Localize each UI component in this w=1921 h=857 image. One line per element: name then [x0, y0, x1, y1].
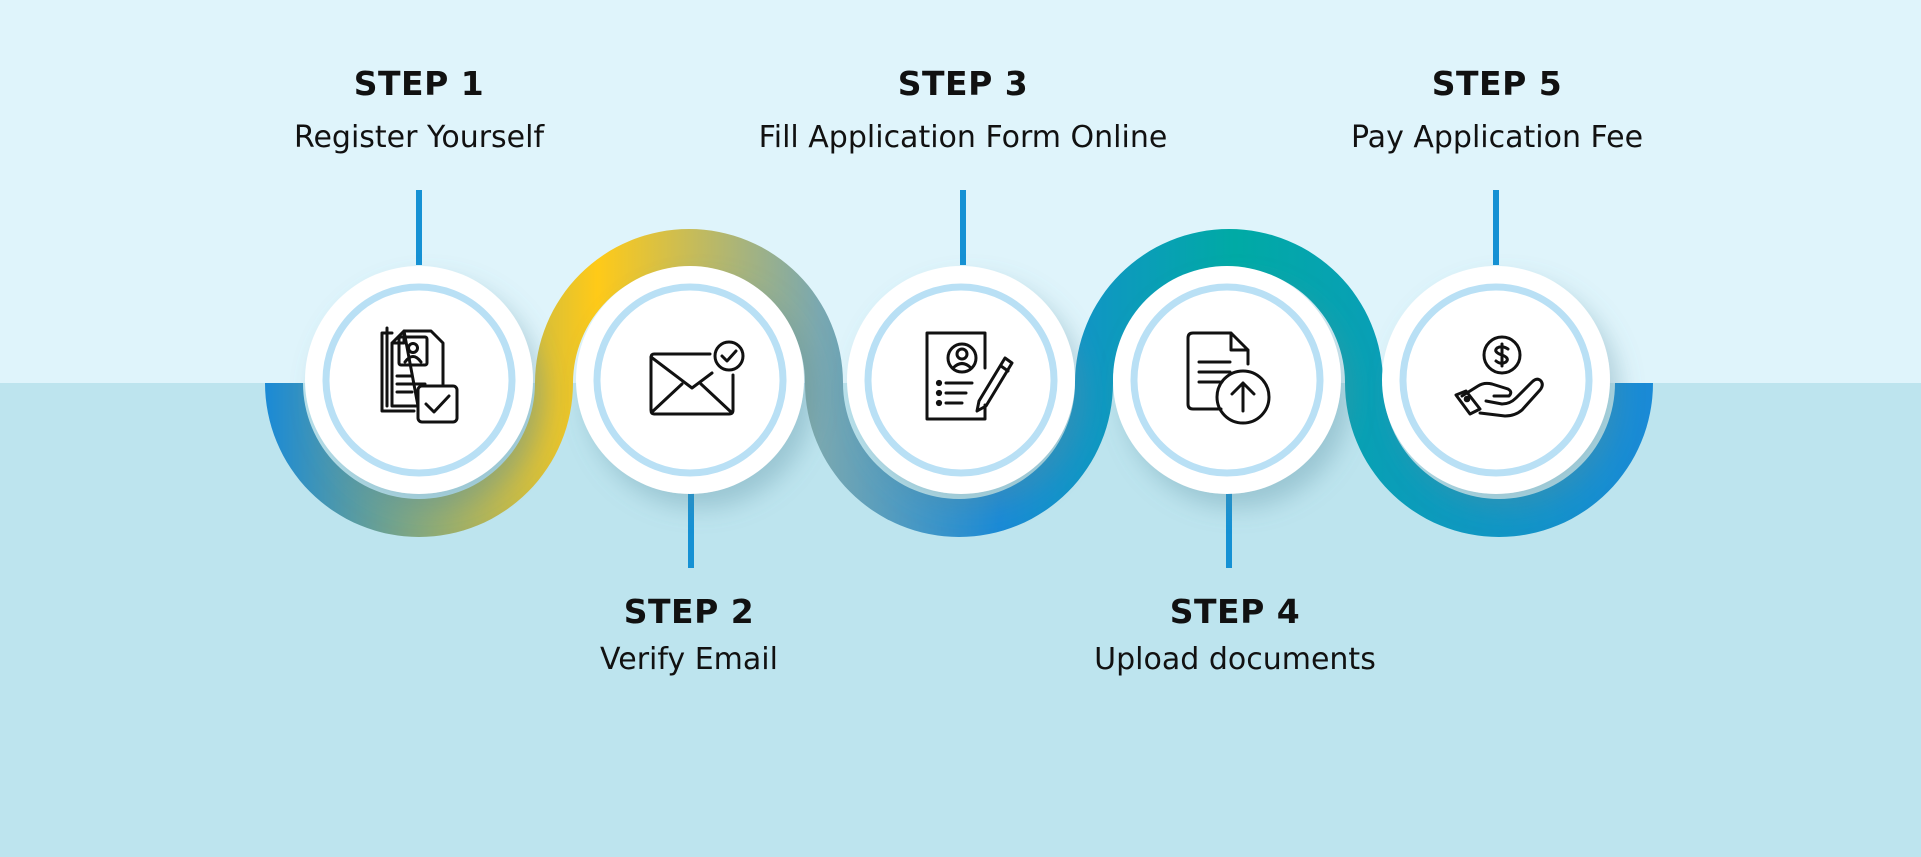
- step-1-title: STEP 1: [353, 64, 485, 103]
- step-4-title: STEP 4: [1169, 592, 1301, 631]
- step-3-label: STEP 3 Fill Application Form Online: [703, 64, 1223, 158]
- step-5-label: STEP 5 Pay Application Fee: [1237, 64, 1757, 158]
- step-4-ring: [1130, 283, 1324, 477]
- step-2-circle: [576, 266, 804, 494]
- step-3-ring: [864, 283, 1058, 477]
- step-1-ring: [322, 283, 516, 477]
- step-4-label: STEP 4 Upload documents: [975, 592, 1495, 680]
- step-3-description: Fill Application Form Online: [758, 120, 1168, 155]
- step-3-circle: [847, 266, 1075, 494]
- form-with-pen-icon: [925, 331, 1014, 421]
- step-4-circle: [1113, 266, 1341, 494]
- connector-line-step-4: [1226, 490, 1232, 568]
- step-2-label: STEP 2 Verify Email: [429, 592, 949, 680]
- email-verified-icon: [649, 340, 745, 416]
- step-5-circle: [1382, 266, 1610, 494]
- step-3-title: STEP 3: [897, 64, 1029, 103]
- step-1-circle: [305, 266, 533, 494]
- step-5-ring: [1399, 283, 1593, 477]
- document-upload-icon: [1186, 331, 1271, 425]
- step-1-description: Register Yourself: [293, 120, 545, 155]
- step-5-description: Pay Application Fee: [1350, 120, 1644, 155]
- hand-coin-payment-icon: [1454, 335, 1544, 418]
- registration-document-icon: [380, 326, 459, 424]
- step-1-label: STEP 1 Register Yourself: [159, 64, 679, 158]
- wave-ribbon: [265, 229, 1653, 537]
- step-2-description: Verify Email: [600, 642, 778, 677]
- connector-line-step-5: [1493, 190, 1499, 265]
- connector-line-step-2: [688, 490, 694, 568]
- connector-line-step-1: [416, 190, 422, 265]
- step-4-description: Upload documents: [1094, 642, 1376, 677]
- step-5-title: STEP 5: [1431, 64, 1563, 103]
- step-2-ring: [593, 283, 787, 477]
- connector-line-step-3: [960, 190, 966, 265]
- step-2-title: STEP 2: [623, 592, 755, 631]
